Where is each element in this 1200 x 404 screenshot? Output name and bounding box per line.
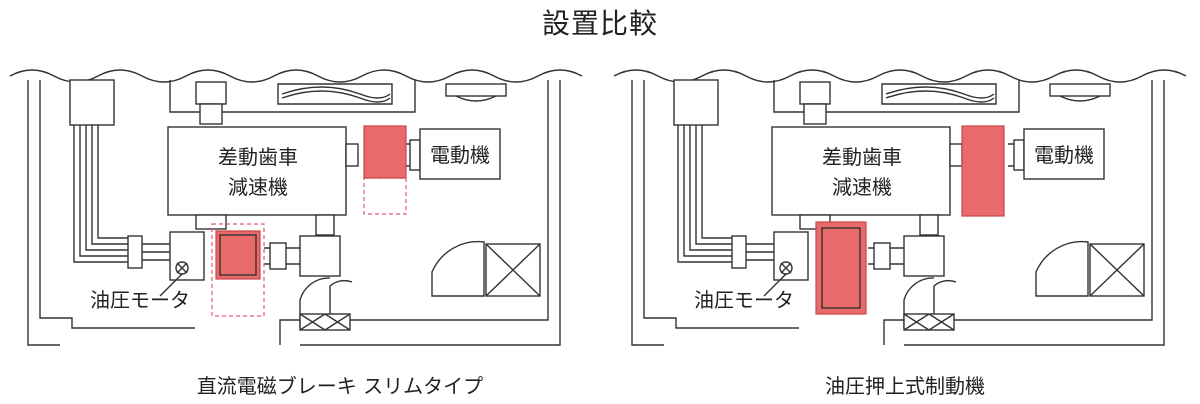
left-panel-diagram: 差動歯車 減速機 電動機 油圧モータ xyxy=(9,69,583,346)
gear-label-line1-left: 差動歯車 xyxy=(218,145,298,169)
gear-label-line2-left: 減速機 xyxy=(228,175,288,199)
motor-label-right: 電動機 xyxy=(1034,143,1094,167)
hydraulic-motor-label-right: 油圧モータ xyxy=(694,288,794,312)
brake-dashed-outline-left xyxy=(211,223,265,317)
motor-label-left: 電動機 xyxy=(430,143,490,167)
gear-label-line1-right: 差動歯車 xyxy=(822,145,902,169)
hydraulic-motor-label-left: 油圧モータ xyxy=(90,288,190,312)
brake-upper-red-left xyxy=(363,125,407,179)
gear-label-line2-right: 減速機 xyxy=(832,175,892,199)
brake-inner-right xyxy=(821,227,861,309)
page-title: 設置比較 xyxy=(541,7,658,40)
brake-slim-left xyxy=(215,230,261,280)
brake-inner-left xyxy=(219,234,257,276)
brake-hydraulic-right xyxy=(815,221,867,315)
caption-right: 油圧押上式制動機 xyxy=(825,374,985,398)
brake-dashed-motor-left xyxy=(363,177,407,215)
brake-upper-red-right xyxy=(961,125,1005,217)
right-panel-diagram: 差動歯車 減速機 電動機 油圧モータ xyxy=(613,69,1187,346)
caption-left: 直流電磁ブレーキ スリムタイプ xyxy=(196,374,484,398)
